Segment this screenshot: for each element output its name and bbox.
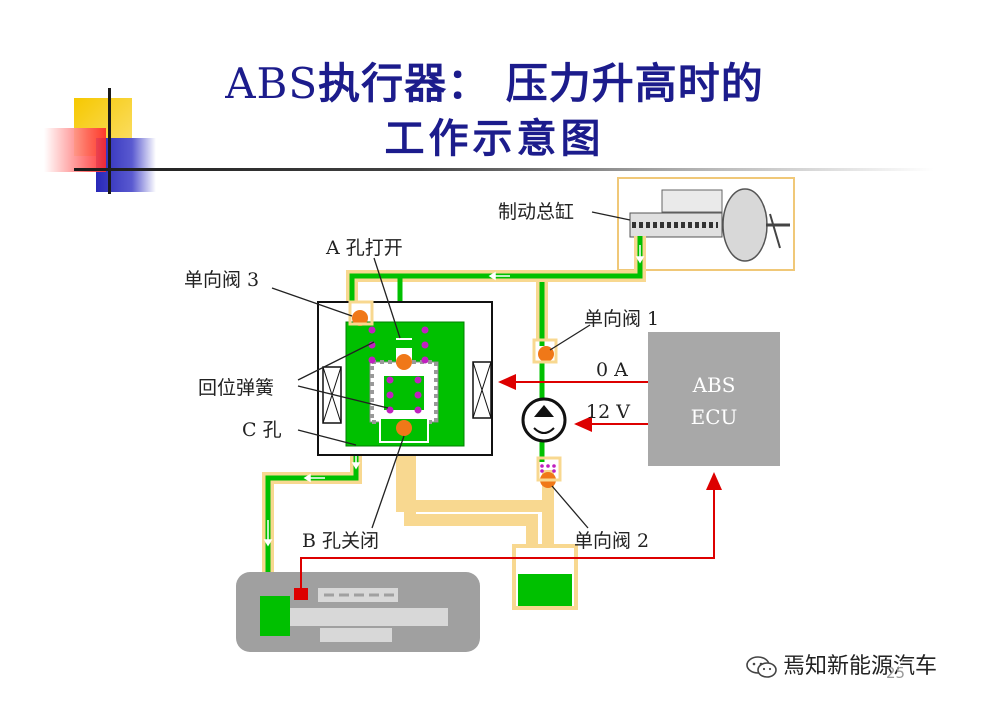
wechat-icon: [746, 656, 777, 678]
label-port-c: C 孔: [242, 419, 282, 441]
deco-blue-block: [96, 138, 156, 192]
label-return-spring: 回位弹簧: [198, 377, 274, 399]
return-spring-dots: [368, 326, 556, 473]
page-title-line2: 工作示意图: [384, 116, 605, 162]
check-valve-bodies: [348, 300, 562, 482]
watermark-text: 焉知新能源汽车: [783, 654, 938, 679]
label-master-cylinder: 制动总缸: [498, 201, 574, 223]
master-cylinder: [617, 177, 795, 271]
pump-motor: [521, 397, 567, 443]
leader-lines: [271, 211, 631, 529]
label-check-valve-1: 单向阀 1: [584, 308, 659, 330]
page-number: 25: [886, 664, 906, 682]
title-underline: [74, 168, 934, 171]
label-voltage-12v: 12 V: [586, 401, 630, 423]
label-current-0a: 0 A: [596, 359, 628, 381]
solenoid-valve-housing: [317, 301, 493, 456]
page-title-line1: ABS执行器： 压力升高时的: [225, 59, 764, 108]
reservoir: [512, 544, 578, 610]
signal-lines: [300, 374, 722, 588]
abs-ecu: ABS ECU: [648, 332, 780, 466]
label-port-b-closed: B 孔关闭: [302, 530, 379, 552]
wheel-cylinder: [236, 572, 480, 652]
label-port-a-open: A 孔打开: [325, 237, 403, 259]
label-check-valve-2: 单向阀 2: [574, 530, 649, 552]
deco-red-block: [44, 128, 106, 172]
label-check-valve-3: 单向阀 3: [184, 269, 259, 291]
ecu-label-line2: ECU: [691, 405, 738, 429]
ecu-label-line1: ABS: [692, 373, 736, 397]
watermark: 焉知新能源汽车: [745, 648, 937, 680]
deco-vertical-line: [108, 88, 111, 194]
